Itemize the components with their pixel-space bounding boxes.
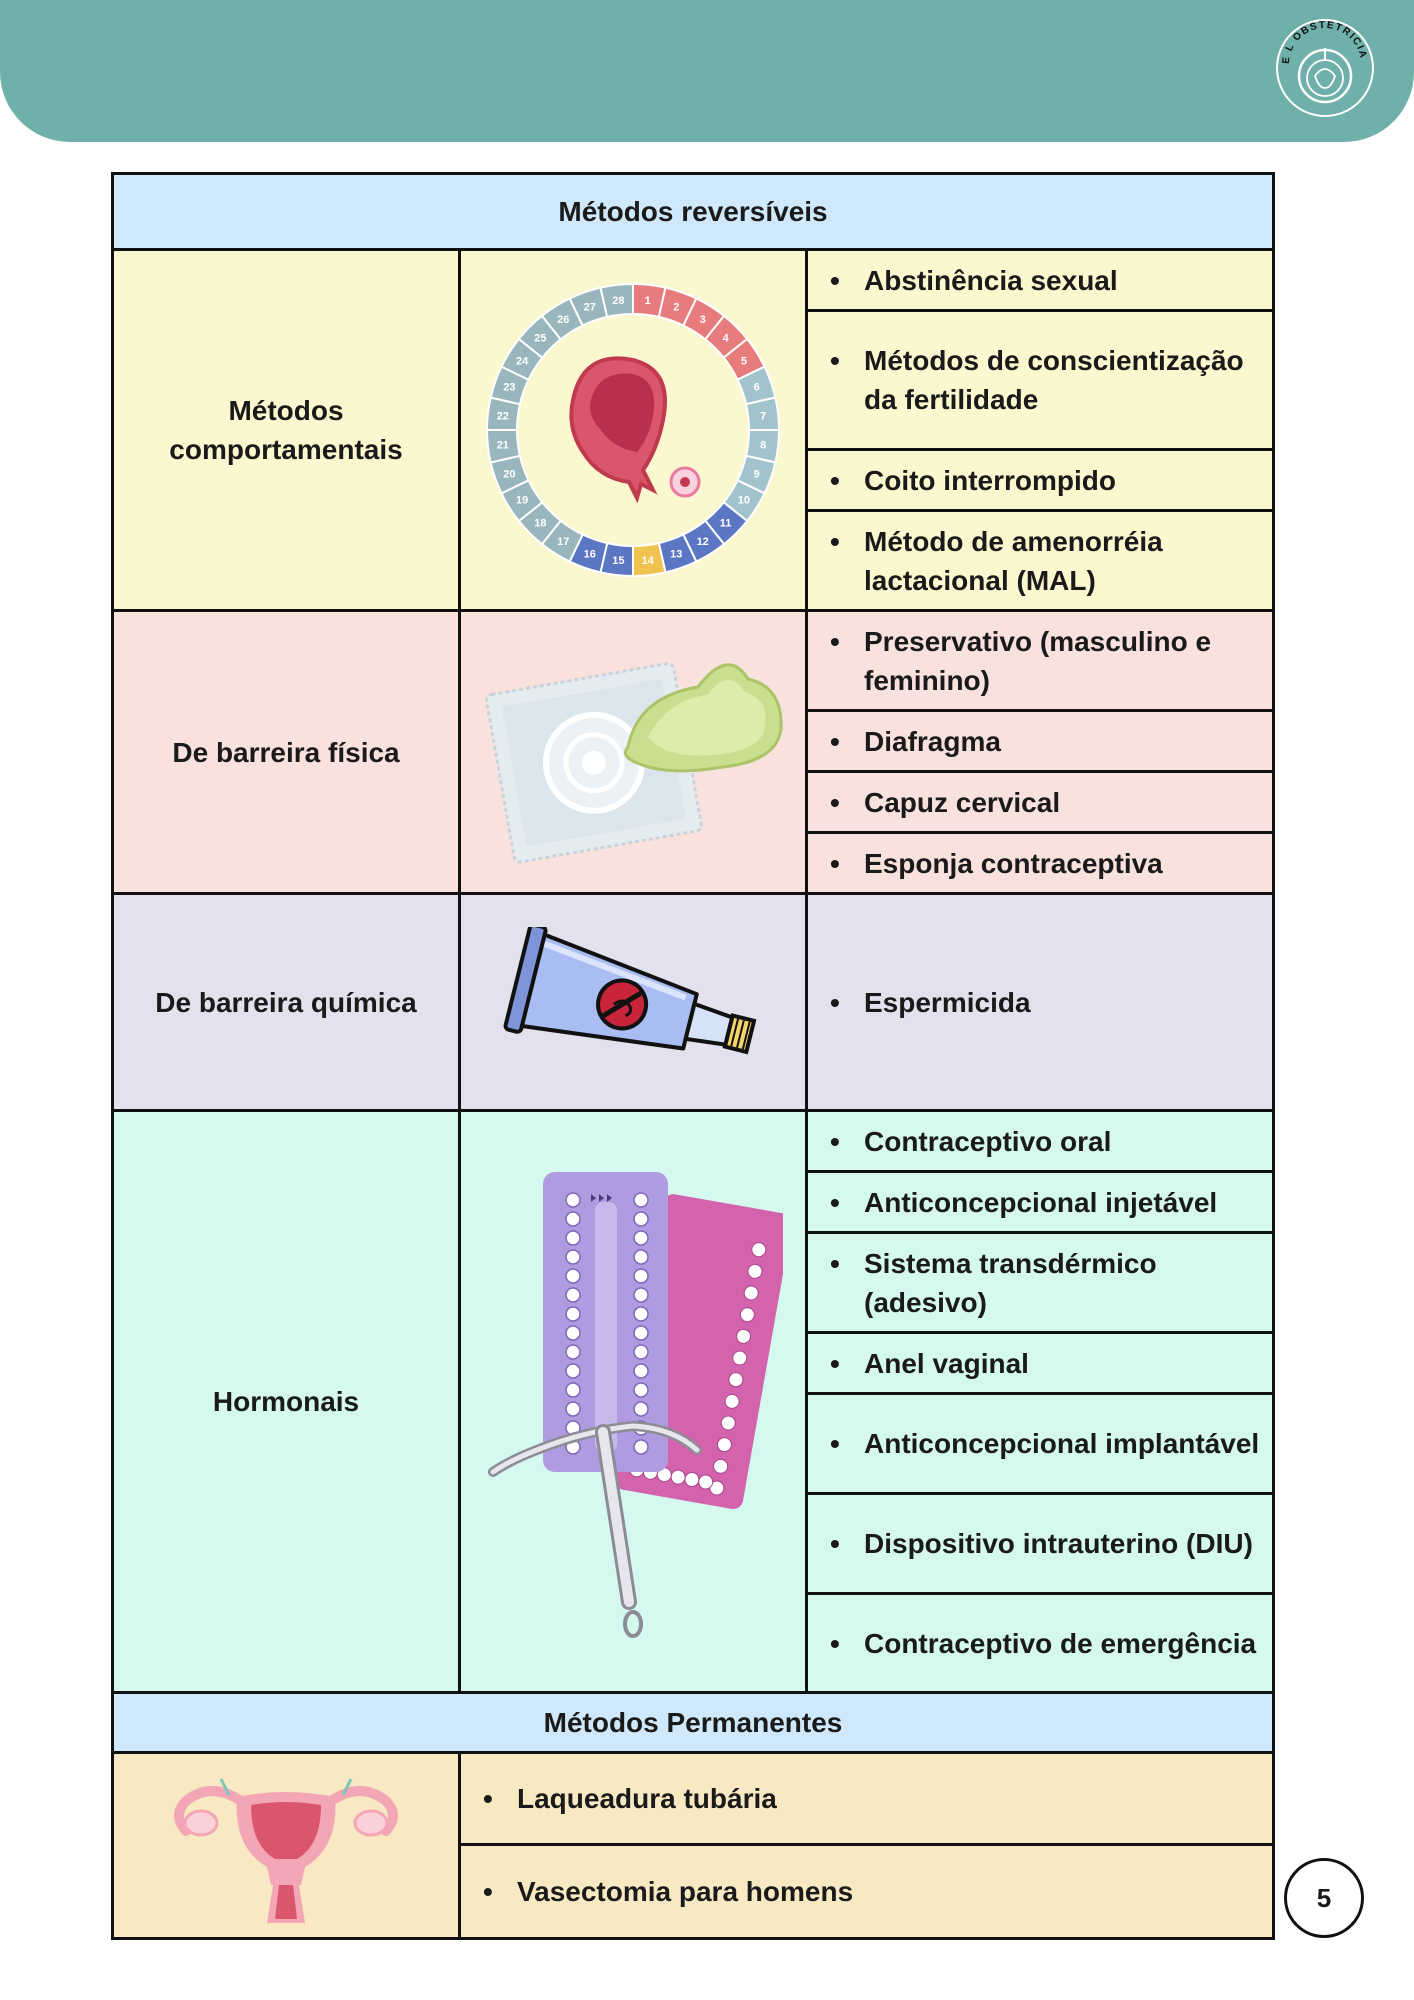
pill-pack-iud-icon — [488, 1171, 783, 1638]
cycle-day-label: 1 — [645, 295, 651, 307]
list-item: Vasectomia para homens — [458, 1843, 1275, 1940]
cycle-day-segment — [599, 282, 634, 319]
cycle-day-label: 5 — [741, 355, 747, 367]
image-cell-physical-barrier — [458, 609, 808, 895]
list-item: Esponja contraceptiva — [805, 831, 1275, 895]
category-behavioral: Métodos comportamentais — [111, 248, 461, 612]
cycle-day-label: 13 — [670, 549, 682, 561]
section-title-reversible: Métodos reversíveis — [111, 172, 1275, 251]
list-item: Anticoncepcional injetável — [805, 1170, 1275, 1234]
cycle-day-label: 8 — [760, 440, 766, 452]
list-item: Método de amenorréia lactacional (MAL) — [805, 509, 1275, 612]
condom-icon — [485, 662, 783, 864]
list-item: Contraceptivo de emergência — [805, 1592, 1275, 1694]
iud-shape — [488, 1420, 702, 1638]
list-item: Abstinência sexual — [805, 248, 1275, 312]
cycle-day-label: 4 — [723, 332, 730, 344]
list-item: Coito interrompido — [805, 448, 1275, 512]
list-item: Preservativo (masculino e feminino) — [805, 609, 1275, 712]
category-physical-barrier: De barreira física — [111, 609, 461, 895]
page-number: 5 — [1284, 1858, 1364, 1938]
list-item: Anel vaginal — [805, 1331, 1275, 1395]
list-item: Dispositivo intrauterino (DIU) — [805, 1492, 1275, 1595]
cycle-day-label: 28 — [612, 295, 624, 307]
image-cell-hormonal — [458, 1109, 808, 1694]
cycle-day-label: 20 — [503, 468, 515, 480]
image-cell-chemical-barrier — [458, 892, 808, 1112]
cycle-day-label: 15 — [612, 555, 624, 567]
list-item: Sistema transdérmico (adesivo) — [805, 1231, 1275, 1334]
cycle-calendar-icon: 1234567891011121314151617181920212223242… — [485, 282, 781, 578]
header-band — [0, 0, 1414, 142]
cycle-day-label: 22 — [497, 410, 509, 422]
cycle-day-label: 12 — [697, 536, 709, 548]
image-cell-permanent — [111, 1751, 461, 1940]
methods-table: Métodos reversíveis Métodos comportament… — [111, 172, 1275, 1940]
uterus-icon — [174, 1777, 398, 1923]
list-item: Capuz cervical — [805, 770, 1275, 834]
cycle-day-label: 26 — [557, 314, 569, 326]
cycle-day-label: 27 — [584, 301, 596, 313]
cycle-day-label: 23 — [503, 382, 515, 394]
cycle-day-label: 17 — [557, 536, 569, 548]
cycle-day-label: 6 — [754, 382, 760, 394]
list-item: Laqueadura tubária — [458, 1751, 1275, 1846]
cycle-day-label: 10 — [738, 495, 750, 507]
cycle-day-label: 2 — [673, 301, 679, 313]
list-item: Contraceptivo oral — [805, 1109, 1275, 1173]
cycle-day-label: 16 — [584, 549, 596, 561]
cycle-day-label: 19 — [516, 495, 528, 507]
list-item: Anticoncepcional implantável — [805, 1392, 1275, 1495]
cycle-day-label: 7 — [760, 410, 766, 422]
uterus-stethoscope-icon: E L OBSTETRICIA — [1276, 19, 1374, 117]
list-item: Métodos de conscientização da fertilidad… — [805, 309, 1275, 451]
cycle-day-label: 24 — [516, 355, 529, 367]
section-title-permanent: Métodos Permanentes — [111, 1691, 1275, 1754]
cycle-day-label: 3 — [700, 314, 706, 326]
category-chemical-barrier: De barreira química — [111, 892, 461, 1112]
cycle-day-label: 18 — [534, 518, 546, 530]
cycle-day-label: 9 — [754, 468, 760, 480]
spermicide-tube-icon — [503, 927, 757, 1055]
cycle-day-label: 14 — [642, 555, 655, 567]
list-item: Diafragma — [805, 709, 1275, 773]
category-hormonal: Hormonais — [111, 1109, 461, 1694]
logo: E L OBSTETRICIA — [1275, 18, 1375, 118]
list-item: Espermicida — [805, 892, 1275, 1112]
cycle-day-label: 25 — [534, 332, 546, 344]
cycle-day-label: 11 — [720, 518, 732, 530]
cycle-day-label: 21 — [497, 440, 509, 452]
